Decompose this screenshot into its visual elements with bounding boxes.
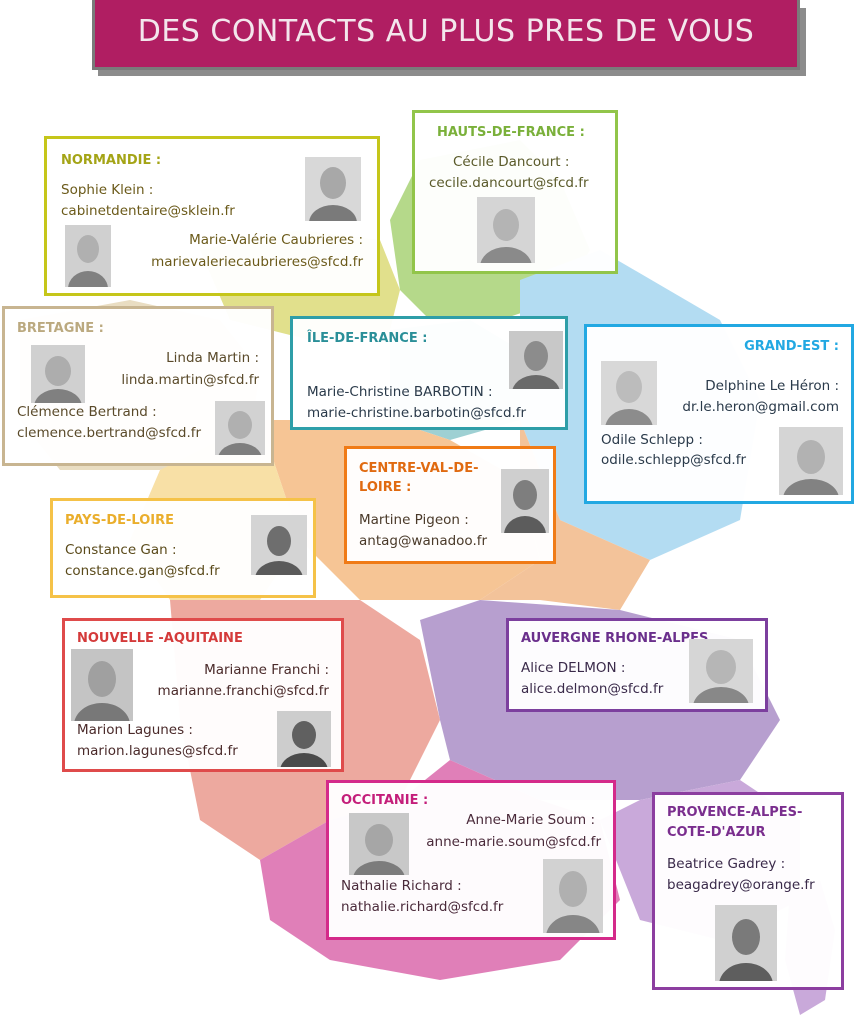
- region-name: GRAND-EST :: [744, 339, 839, 354]
- contact-email[interactable]: odile.schlepp@sfcd.fr: [601, 452, 747, 468]
- region-name: AUVERGNE RHONE-ALPES: [521, 631, 709, 646]
- region-card-provence: PROVENCE-ALPES- COTE-D'AZUR Beatrice Gad…: [652, 792, 844, 990]
- region-card-hauts-de-france: HAUTS-DE-FRANCE : Cécile Dancourt : ceci…: [412, 110, 618, 274]
- contact-name: Beatrice Gadrey :: [667, 856, 786, 872]
- contact-photo: [305, 157, 361, 221]
- region-card-centre-val-de-loire: CENTRE-VAL-DE- LOIRE : Martine Pigeon : …: [344, 446, 556, 564]
- contact-email[interactable]: antag@wanadoo.fr: [359, 533, 488, 549]
- contact-photo: [543, 859, 603, 933]
- contact-email[interactable]: marie-christine.barbotin@sfcd.fr: [307, 405, 527, 421]
- contact-name: Marion Lagunes :: [77, 722, 193, 738]
- region-name: NORMANDIE :: [61, 153, 162, 168]
- contact-name: Alice DELMON :: [521, 660, 626, 676]
- contact-name: Martine Pigeon :: [359, 512, 469, 528]
- contact-email[interactable]: cabinetdentaire@sklein.fr: [61, 203, 235, 219]
- contact-name: Cécile Dancourt :: [453, 154, 570, 170]
- contact-email[interactable]: linda.martin@sfcd.fr: [121, 372, 259, 388]
- contact-name: Constance Gan :: [65, 542, 177, 558]
- contact-photo: [689, 639, 753, 703]
- region-card-bretagne: BRETAGNE : Linda Martin : linda.martin@s…: [2, 306, 274, 466]
- contact-name: Marie-Valérie Caubrieres :: [189, 232, 363, 248]
- contact-email[interactable]: marievaleriecaubrieres@sfcd.fr: [151, 254, 363, 270]
- contact-name: Nathalie Richard :: [341, 878, 462, 894]
- region-card-pays-de-loire: PAYS-DE-LOIRE Constance Gan : constance.…: [50, 498, 316, 598]
- contact-email[interactable]: beagadrey@orange.fr: [667, 877, 815, 893]
- contact-photo: [715, 905, 777, 981]
- contact-email[interactable]: alice.delmon@sfcd.fr: [521, 681, 664, 697]
- contact-photo: [349, 813, 409, 875]
- contact-email[interactable]: marianne.franchi@sfcd.fr: [157, 683, 329, 699]
- contact-email[interactable]: constance.gan@sfcd.fr: [65, 563, 220, 579]
- region-card-occitanie: OCCITANIE : Anne-Marie Soum : anne-marie…: [326, 780, 616, 940]
- contact-photo: [31, 345, 85, 403]
- contact-name: Marianne Franchi :: [204, 662, 329, 678]
- region-name: PAYS-DE-LOIRE: [65, 513, 174, 528]
- contact-email[interactable]: nathalie.richard@sfcd.fr: [341, 899, 504, 915]
- region-name: NOUVELLE -AQUITAINE: [77, 631, 243, 646]
- contact-email[interactable]: cecile.dancourt@sfcd.fr: [429, 175, 589, 191]
- contact-email[interactable]: marion.lagunes@sfcd.fr: [77, 743, 238, 759]
- region-name-line1: CENTRE-VAL-DE-: [359, 461, 479, 476]
- title-banner: DES CONTACTS AU PLUS PRES DE VOUS: [92, 0, 800, 70]
- region-card-normandie: NORMANDIE : Sophie Klein : cabinetdentai…: [44, 136, 380, 296]
- contact-email[interactable]: anne-marie.soum@sfcd.fr: [426, 834, 601, 850]
- region-card-grand-est: GRAND-EST : Delphine Le Héron : dr.le.he…: [584, 324, 854, 504]
- contact-photo: [277, 711, 331, 767]
- region-name: ÎLE-DE-FRANCE :: [307, 331, 428, 346]
- region-name-line2: COTE-D'AZUR: [667, 825, 766, 840]
- contact-photo: [501, 469, 549, 533]
- contact-photo: [215, 401, 265, 455]
- contact-name: Anne-Marie Soum :: [466, 812, 595, 828]
- contact-name: Odile Schlepp :: [601, 432, 703, 448]
- contact-photo: [509, 331, 563, 389]
- contact-email[interactable]: dr.le.heron@gmail.com: [682, 399, 839, 415]
- region-name: BRETAGNE :: [17, 321, 104, 336]
- contact-photo: [251, 515, 307, 575]
- region-name-line1: PROVENCE-ALPES-: [667, 805, 803, 820]
- region-name-line2: LOIRE :: [359, 480, 412, 495]
- region-name: HAUTS-DE-FRANCE :: [437, 125, 585, 140]
- contact-photo: [65, 225, 111, 287]
- region-card-ile-de-france: ÎLE-DE-FRANCE : Marie-Christine BARBOTIN…: [290, 316, 568, 430]
- region-card-nouvelle-aquitaine: NOUVELLE -AQUITAINE Marianne Franchi : m…: [62, 618, 344, 772]
- contact-name: Delphine Le Héron :: [705, 378, 839, 394]
- region-card-auvergne-rhone-alpes: AUVERGNE RHONE-ALPES Alice DELMON : alic…: [506, 618, 768, 712]
- contact-photo: [71, 649, 133, 721]
- contact-photo: [779, 427, 843, 495]
- region-name: OCCITANIE :: [341, 793, 429, 808]
- page-title: DES CONTACTS AU PLUS PRES DE VOUS: [137, 14, 755, 49]
- contact-photo: [601, 361, 657, 425]
- contact-email[interactable]: clemence.bertrand@sfcd.fr: [17, 425, 202, 441]
- contact-name: Sophie Klein :: [61, 182, 154, 198]
- contact-name: Clémence Bertrand :: [17, 404, 157, 420]
- contact-name: Marie-Christine BARBOTIN :: [307, 384, 493, 400]
- contact-name: Linda Martin :: [166, 350, 259, 366]
- contact-photo: [477, 197, 535, 263]
